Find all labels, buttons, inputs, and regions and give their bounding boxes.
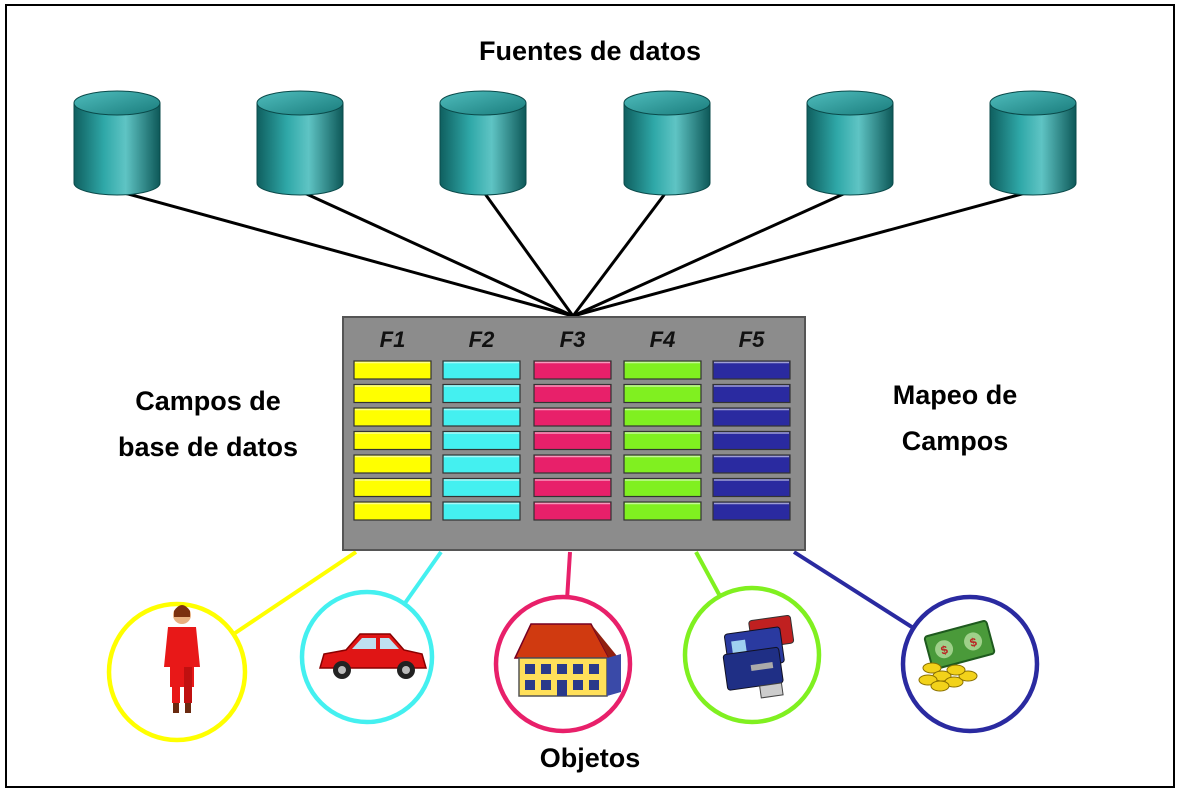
field-cell bbox=[442, 430, 521, 451]
field-cell bbox=[533, 454, 612, 474]
field-header-f3: F3 bbox=[560, 327, 586, 352]
credit-cards-icon bbox=[722, 614, 795, 699]
house-icon bbox=[513, 623, 621, 697]
object-connector bbox=[402, 550, 443, 606]
field-cell bbox=[442, 383, 521, 404]
field-cell bbox=[623, 501, 702, 521]
object-connector bbox=[565, 551, 572, 598]
field-header-f1: F1 bbox=[380, 327, 406, 352]
object-connector bbox=[792, 550, 915, 630]
field-cell bbox=[533, 407, 612, 427]
data-sources bbox=[73, 90, 1077, 196]
database-cylinder-icon bbox=[623, 90, 711, 196]
left-label: Campos de base de datos bbox=[78, 378, 338, 470]
field-cells bbox=[353, 360, 791, 521]
field-cell bbox=[623, 383, 702, 404]
source-line bbox=[571, 190, 669, 317]
figure-border bbox=[5, 4, 1175, 788]
field-cell bbox=[442, 360, 521, 380]
object-connector bbox=[232, 550, 358, 636]
field-cell bbox=[533, 477, 612, 498]
field-cell bbox=[353, 477, 432, 498]
diagram-title: Fuentes de datos bbox=[478, 36, 702, 66]
svg-text:$: $ bbox=[939, 642, 949, 657]
field-cell bbox=[353, 407, 432, 427]
field-cell bbox=[353, 454, 432, 474]
object-circle bbox=[900, 594, 1040, 734]
field-cell bbox=[353, 360, 432, 380]
field-cell bbox=[623, 360, 702, 380]
object-connector bbox=[694, 551, 722, 598]
right-label-line-1: Mapeo de bbox=[892, 380, 1018, 410]
right-label: Mapeo de Campos bbox=[830, 372, 1080, 464]
object-connections bbox=[232, 550, 915, 636]
source-line bbox=[572, 189, 851, 318]
field-cell bbox=[712, 383, 791, 404]
field-cell bbox=[442, 477, 521, 498]
field-cell bbox=[533, 501, 612, 521]
database-cylinder-icon bbox=[73, 90, 161, 196]
field-cell bbox=[623, 454, 702, 474]
left-label-line-2: base de datos bbox=[117, 432, 299, 462]
field-cell bbox=[533, 383, 612, 404]
left-label-line-1: Campos de bbox=[135, 386, 281, 416]
field-cell bbox=[353, 501, 432, 521]
field-cell bbox=[623, 430, 702, 451]
field-cell bbox=[712, 430, 791, 451]
person-icon bbox=[164, 605, 200, 713]
svg-text:$: $ bbox=[968, 635, 978, 650]
field-cell bbox=[442, 407, 521, 427]
field-cell bbox=[442, 454, 521, 474]
bottom-label: Objetos bbox=[539, 743, 641, 773]
source-line bbox=[299, 189, 574, 318]
field-cell bbox=[623, 477, 702, 498]
car-icon bbox=[319, 633, 427, 679]
field-header-f5: F5 bbox=[739, 327, 765, 352]
source-line bbox=[481, 190, 575, 317]
source-connections bbox=[116, 189, 1034, 318]
money-icon: $ $ bbox=[918, 620, 996, 692]
source-line bbox=[116, 189, 574, 318]
database-cylinder-icon bbox=[989, 90, 1077, 196]
field-cell bbox=[623, 407, 702, 427]
field-table: F1 F2 F3 F4 F5 bbox=[342, 316, 806, 551]
field-cell bbox=[353, 383, 432, 404]
source-line bbox=[572, 189, 1034, 318]
field-headers: F1 F2 F3 F4 F5 bbox=[380, 327, 765, 352]
field-cell bbox=[533, 360, 612, 380]
field-cell bbox=[353, 430, 432, 451]
field-cell bbox=[442, 501, 521, 521]
database-cylinder-icon bbox=[806, 90, 894, 196]
field-cell bbox=[712, 501, 791, 521]
field-cell bbox=[712, 407, 791, 427]
field-header-f2: F2 bbox=[469, 327, 495, 352]
field-cell bbox=[533, 430, 612, 451]
field-cell bbox=[712, 477, 791, 498]
field-cell bbox=[712, 360, 791, 380]
field-header-f4: F4 bbox=[650, 327, 676, 352]
right-label-line-2: Campos bbox=[901, 426, 1009, 456]
database-cylinder-icon bbox=[256, 90, 344, 196]
database-cylinder-icon bbox=[439, 90, 527, 196]
field-cell bbox=[712, 454, 791, 474]
